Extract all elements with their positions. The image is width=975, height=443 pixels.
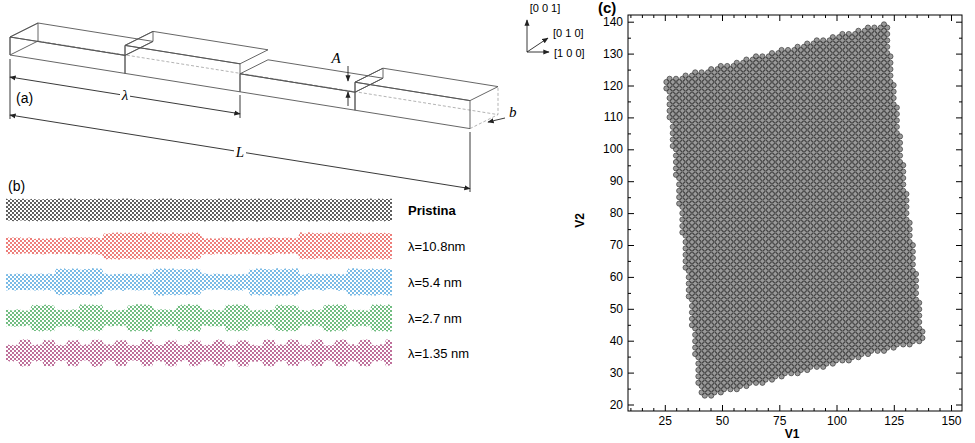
axis-triad <box>527 20 549 52</box>
tick-label: 90 <box>610 175 623 188</box>
row-label: λ=10.8nm <box>408 239 465 254</box>
tick-marks <box>628 15 962 411</box>
tick-label: 130 <box>603 48 623 61</box>
dimension-label: A <box>329 50 342 66</box>
tick-label: 110 <box>604 111 623 124</box>
panel-label: (b) <box>8 178 25 194</box>
row-label: λ=2.7 nm <box>408 311 462 326</box>
axis-title: V2 <box>574 213 587 228</box>
tick-label: 50 <box>716 415 729 428</box>
tick-label: 40 <box>610 335 623 348</box>
tick-label: 100 <box>827 415 847 428</box>
tick-label: 50 <box>610 303 623 316</box>
panel-label: (a) <box>16 90 33 106</box>
tick-label: 70 <box>610 239 623 252</box>
dimension-label: b <box>507 104 519 120</box>
nanowire-snapshot <box>6 339 392 367</box>
dimension-label: L <box>234 144 246 160</box>
tick-label: 25 <box>659 415 672 428</box>
tick-label: 125 <box>884 415 904 428</box>
dimension-label: λ <box>120 87 131 103</box>
nanowire-snapshot <box>6 232 392 260</box>
nanowire-snapshot <box>6 268 392 296</box>
row-label: λ=1.35 nm <box>408 346 469 361</box>
tick-label: 100 <box>603 143 623 156</box>
tick-label: 60 <box>610 271 623 284</box>
axis-direction: [0 1 0] <box>553 27 584 40</box>
atom-cross-section <box>664 22 925 398</box>
plot-frame <box>628 15 962 411</box>
tick-label: 120 <box>603 80 623 93</box>
tick-label: 75 <box>773 415 786 428</box>
row-label: Pristina <box>408 203 456 218</box>
tick-label: 140 <box>603 16 623 29</box>
tick-label: 150 <box>941 415 961 428</box>
row-label: λ=5.4 nm <box>408 275 462 290</box>
cross-section-plot <box>628 15 962 411</box>
panel-label: (c) <box>598 1 616 15</box>
dimension-lines <box>10 59 505 192</box>
tick-label: 80 <box>610 207 623 220</box>
axis-direction: [0 0 1] <box>530 2 561 15</box>
nanowire-snapshots <box>6 199 392 367</box>
axis-direction: [1 0 0] <box>554 47 585 60</box>
axis-title: V1 <box>785 428 800 441</box>
nanowire-snapshot <box>6 199 392 222</box>
tick-label: 30 <box>610 367 623 380</box>
beam-sketch <box>10 23 498 129</box>
tick-label: 20 <box>610 399 623 412</box>
nanowire-snapshot <box>6 304 392 332</box>
